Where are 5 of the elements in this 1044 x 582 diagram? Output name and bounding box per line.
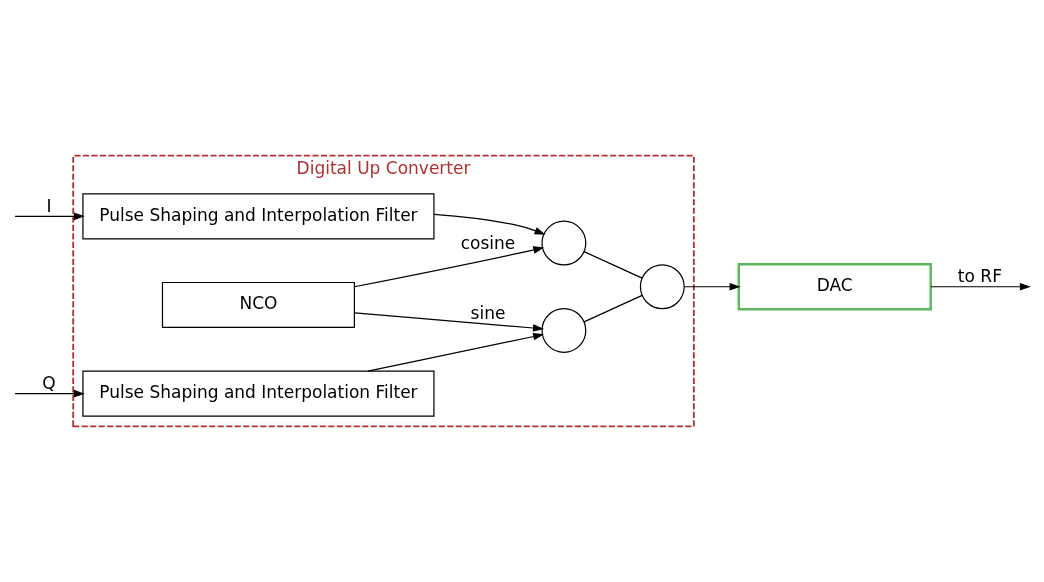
edge-label: to RF	[957, 266, 1002, 287]
edge-label: I	[46, 195, 52, 216]
edge-label: sine	[470, 302, 506, 323]
edge-label: Q	[42, 373, 56, 394]
edge-label: cosine	[460, 233, 516, 254]
